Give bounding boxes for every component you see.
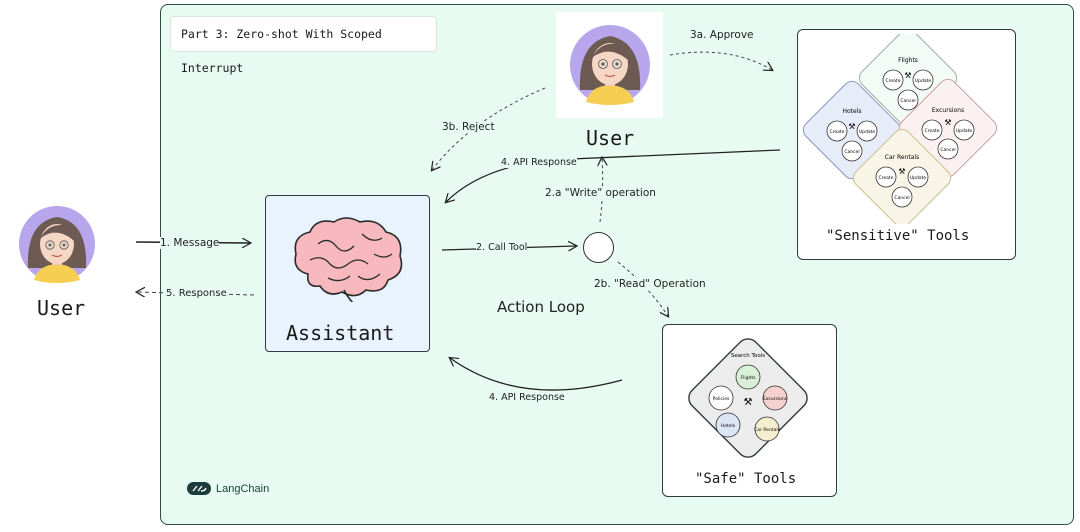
tool-call-node <box>583 232 614 263</box>
approve-label: 3a. Approve <box>690 29 754 41</box>
group-label: Excursions <box>932 107 964 114</box>
left-user-avatar <box>14 202 100 293</box>
tool-policies: Policies <box>713 396 730 402</box>
top-user-card <box>556 12 663 118</box>
approve-arrow <box>669 51 772 70</box>
brand-label: LangChain <box>216 482 270 495</box>
tool-create: Create <box>830 129 845 135</box>
tool-excursions: Excursions <box>763 396 788 402</box>
tool-create: Create <box>886 78 901 84</box>
tools-icon: ⚒ <box>898 167 905 176</box>
user-avatar-icon <box>19 206 95 283</box>
tool-update: Update <box>956 128 973 134</box>
tool-create: Create <box>879 175 894 181</box>
response-label: 5. Response <box>166 288 227 299</box>
langchain-brand: LangChain <box>187 482 269 495</box>
group-label: Flights <box>898 57 918 64</box>
write-op-label: 2.a "Write" operation <box>545 187 656 199</box>
message-label: 1. Message <box>160 237 220 249</box>
tool-car-rentals: Car Rentals <box>754 427 780 433</box>
reject-label: 3b. Reject <box>442 121 495 133</box>
safe-group-label: Search Tools <box>731 353 765 359</box>
api-response-bottom-arrow <box>450 358 623 391</box>
tool-update: Update <box>910 175 927 181</box>
left-user-label: User <box>37 296 86 320</box>
tool-cancel: Cancel <box>894 195 909 201</box>
tools-icon: ⚒ <box>944 118 951 127</box>
tools-icon: ⚒ <box>744 397 753 408</box>
reject-arrow <box>432 87 546 170</box>
tool-update: Update <box>915 78 932 84</box>
api-response-top-label: 4. API Response <box>501 157 577 168</box>
sensitive-tools-card: Flights Create Update Cancel ⚒ Hotels Cr… <box>797 29 1016 260</box>
safe-tools-diagram: Search Tools Flights Excursions Car Rent… <box>688 338 808 458</box>
brain-icon <box>294 217 403 302</box>
tool-cancel: Cancel <box>844 149 859 155</box>
diagram-title: Part 3: Zero-shot With Scoped Interrupt <box>170 16 437 75</box>
car-rentals-group: Car Rentals Create Update Cancel ⚒ <box>852 128 952 224</box>
langchain-logo-icon <box>187 482 211 495</box>
api-response-bottom-label: 4. API Response <box>489 392 565 403</box>
action-loop-label: Action Loop <box>497 298 585 316</box>
tool-cancel: Cancel <box>900 98 915 104</box>
tool-flights: Flights <box>741 375 757 381</box>
call-tool-label: 2. Call Tool <box>476 242 528 253</box>
top-user-label: User <box>586 126 635 150</box>
assistant-box: Assistant <box>265 195 430 352</box>
user-avatar-icon <box>570 25 650 105</box>
group-label: Hotels <box>842 108 861 115</box>
sensitive-tools-label: "Sensitive" Tools <box>826 228 970 244</box>
safe-tools-label: "Safe" Tools <box>695 471 797 487</box>
tool-hotels: Hotels <box>721 423 736 429</box>
tool-cancel: Cancel <box>940 147 955 153</box>
safe-tools-card: Search Tools Flights Excursions Car Rent… <box>662 324 837 497</box>
assistant-label: Assistant <box>286 321 395 345</box>
group-label: Car Rentals <box>885 154 919 161</box>
read-op-label: 2b. "Read" Operation <box>594 278 706 290</box>
sensitive-tools-diagram: Flights Create Update Cancel ⚒ Hotels Cr… <box>802 34 998 224</box>
tool-create: Create <box>925 128 940 134</box>
tool-update: Update <box>859 129 876 135</box>
tools-icon: ⚒ <box>904 71 911 80</box>
tools-icon: ⚒ <box>848 122 855 131</box>
